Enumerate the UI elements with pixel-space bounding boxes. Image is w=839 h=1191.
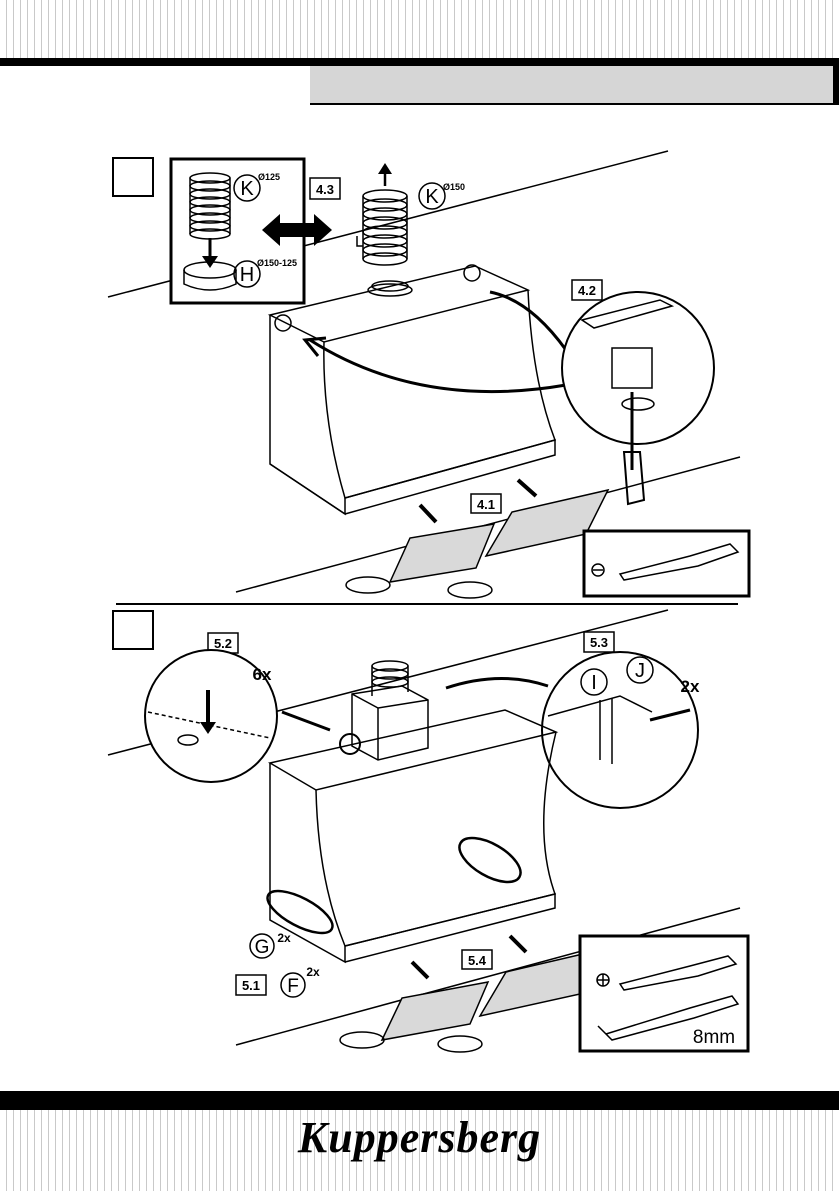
filter-arrow-right-icon [516, 478, 538, 498]
label-4-3-box [309, 177, 341, 200]
screwdriver-handle-icon [622, 451, 646, 506]
part-H-circle [233, 260, 261, 288]
count-5-3: 2x [681, 677, 700, 696]
tool-box-screwdrivers [578, 934, 750, 1053]
step5-panel: 5.2 6x 5.3 I J 2x [107, 609, 750, 1053]
label-5-1-box [235, 974, 267, 996]
curved-arrow-5-3-icon [445, 676, 549, 690]
label-5-3: 5.3 [590, 635, 608, 650]
filter-arrow-left-icon [418, 503, 438, 524]
flat-screwdriver-icon [591, 563, 605, 577]
swap-double-arrow-icon [262, 214, 332, 246]
grease-filter-left [388, 523, 496, 583]
hood-body-step5 [266, 709, 559, 964]
top-stripe-band [0, 0, 839, 58]
part-G-letter: G [255, 937, 270, 958]
part-J-circle [626, 656, 654, 684]
screwdriver-tool-icon [618, 543, 740, 581]
part-F-letter: F [287, 976, 299, 997]
adapter-ring-icon [183, 261, 237, 291]
label-4-1-box [470, 493, 502, 514]
bottom-rule [0, 1091, 839, 1110]
step4-panel: K Ø125 H Ø150-125 4.3 K Ø150 [107, 150, 751, 599]
grease-filter-5-left [380, 981, 490, 1041]
hood-body-step4 [267, 236, 556, 516]
part-K-letter: K [240, 178, 254, 200]
part-F-circle [280, 972, 306, 998]
label-5-4: 5.4 [468, 953, 487, 968]
part-H-dim: Ø150-125 [257, 258, 297, 268]
tool-box-flat-screwdriver [582, 529, 751, 598]
filter-up-arrow-right-icon [508, 934, 528, 954]
detail-circle-5-2 [144, 649, 278, 783]
step5-number-box [112, 610, 154, 650]
bottom-stripe-band [0, 1110, 839, 1191]
top-rule [0, 58, 839, 66]
label-5-1: 5.1 [242, 978, 260, 993]
motor-housing-icon [339, 660, 429, 761]
count-G: 2x [277, 931, 291, 945]
spirit-level-icon [580, 299, 675, 329]
label-4-3: 4.3 [316, 182, 334, 197]
part-I-letter: I [591, 672, 597, 694]
step4-number-box [112, 157, 154, 197]
mounting-detail-circle [561, 291, 715, 445]
section-header-bar [310, 66, 839, 105]
label-4-2-box [571, 279, 603, 301]
curved-arrow-right-icon [489, 290, 568, 351]
phillips-tool-icon [618, 955, 738, 991]
part-H-letter: H [240, 264, 254, 286]
count-5-2: 6x [253, 665, 272, 684]
part-J-letter: J [635, 660, 645, 682]
label-5-4-box [461, 949, 493, 970]
part-K150-dim: Ø150 [443, 182, 465, 192]
part-G-circle [249, 933, 275, 959]
part-K150-circle [418, 182, 446, 210]
label-5-2: 5.2 [214, 636, 232, 651]
detail-circle-5-3 [541, 651, 699, 809]
outlet-duct-icon [362, 189, 408, 266]
tool-size-label: 8mm [693, 1027, 735, 1048]
detail-link-arrow-icon [281, 710, 331, 732]
grease-filter-right [484, 488, 610, 558]
brand-logo: Kuppersberg [297, 1113, 542, 1162]
bracket-icon [611, 347, 653, 389]
filter-up-arrow-left-icon [410, 960, 430, 980]
screw-icon [649, 708, 691, 722]
label-5-3-box [583, 631, 615, 653]
part-I-circle [580, 668, 608, 696]
count-F: 2x [306, 965, 320, 979]
socket-driver-icon [597, 995, 740, 1041]
label-4-1: 4.1 [477, 497, 495, 512]
part-K-circle [233, 174, 261, 202]
part-K150-letter: K [425, 186, 439, 208]
part-K-dim-small: Ø125 [258, 172, 280, 182]
curved-arrow-left-icon [309, 338, 567, 394]
label-4-2: 4.2 [578, 283, 596, 298]
